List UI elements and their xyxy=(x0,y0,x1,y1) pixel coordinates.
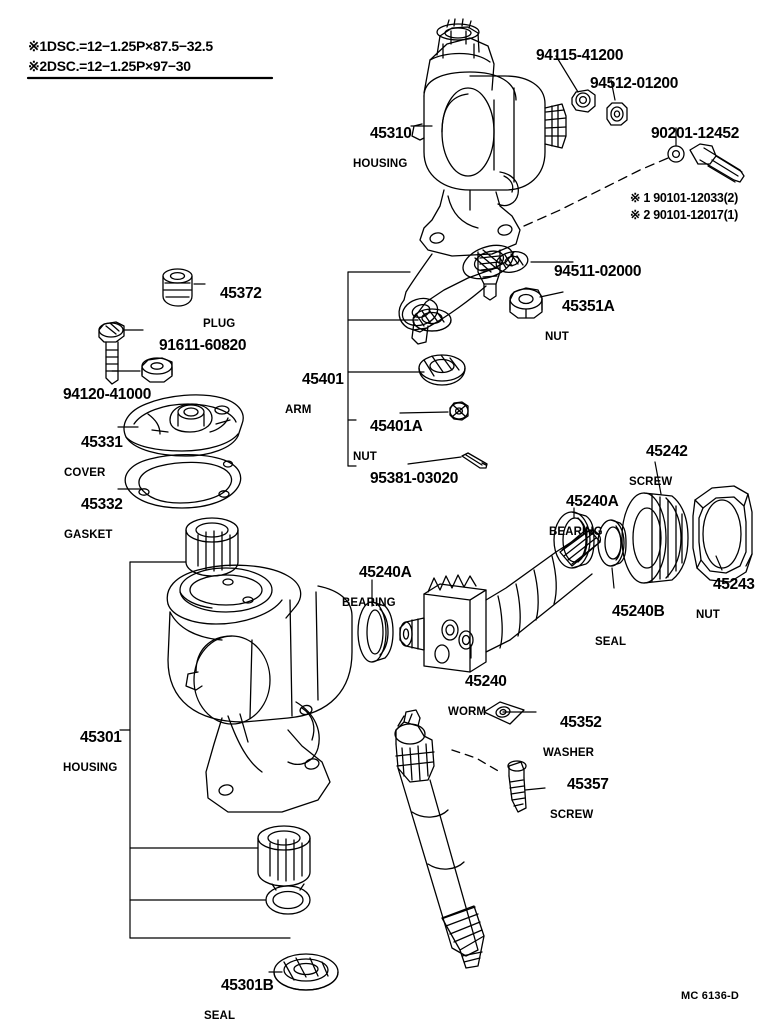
callout-45401: 45401 ARM xyxy=(285,371,344,416)
part-45401-washers-art xyxy=(412,308,466,386)
part-45301B-seal-art xyxy=(273,953,339,991)
callout-45331: 45331 COVER xyxy=(64,434,123,479)
callout-45242: 45242 SCREW xyxy=(629,443,688,488)
part-45372-plug-art xyxy=(162,268,193,307)
callout-90201-12452: 90201-12452 xyxy=(650,125,740,143)
leader-bracket-45301 xyxy=(119,561,291,939)
callout-45243: 45243 NUT xyxy=(696,576,755,621)
callout-94512-01200: 94512-01200 xyxy=(589,75,679,93)
note-right-2: ※ 2 90101-12017(1) xyxy=(630,208,738,222)
callout-45301: 45301 HOUSING xyxy=(63,729,122,774)
callout-45240A-mid: 45240A BEARING xyxy=(342,564,412,609)
callout-45310: 45310 HOUSING xyxy=(353,125,412,170)
note-right-1: ※ 1 90101-12033(2) xyxy=(630,191,738,205)
callout-45357: 45357 SCREW xyxy=(550,776,609,821)
callout-45372: 45372 PLUG xyxy=(203,285,262,330)
part-45301-housing-art xyxy=(166,517,353,887)
callout-45240: 45240 WORM xyxy=(448,673,507,718)
callout-94120-41000: 94120-41000 xyxy=(62,386,152,404)
callout-94115-41200: 94115-41200 xyxy=(535,47,624,65)
footer-code: MC 6136-D xyxy=(681,990,740,1002)
callout-94511-02000: 94511-02000 xyxy=(553,263,642,281)
part-45357-screw-art xyxy=(507,760,527,813)
part-94511-02000-art xyxy=(495,251,529,273)
callout-45240B: 45240B SEAL xyxy=(595,603,665,648)
part-95381-03020-art xyxy=(461,452,488,469)
part-45332-gasket-art xyxy=(124,453,242,509)
callout-45301B: 45301B SEAL xyxy=(204,977,274,1022)
note-1: ※1DSC.=12−1.25P×87.5−32.5 xyxy=(28,38,213,54)
callout-91611-60820: 91611-60820 xyxy=(158,337,247,355)
callout-45351A: 45351A NUT xyxy=(545,298,615,343)
note-2: ※2DSC.=12−1.25P×97−30 xyxy=(28,58,191,74)
dashed-leader-screw xyxy=(451,749,501,773)
callout-45352: 45352 WASHER xyxy=(543,714,602,759)
callout-45240A-top: 45240A BEARING xyxy=(549,493,619,538)
part-snap-ring-art xyxy=(265,883,311,915)
callout-95381-03020: 95381-03020 xyxy=(369,470,459,488)
callout-45401A: 45401A NUT xyxy=(353,418,423,463)
part-45401-arm-art xyxy=(398,244,515,345)
part-45401A-nut-art xyxy=(449,401,469,421)
callout-45332: 45332 GASKET xyxy=(64,496,123,541)
